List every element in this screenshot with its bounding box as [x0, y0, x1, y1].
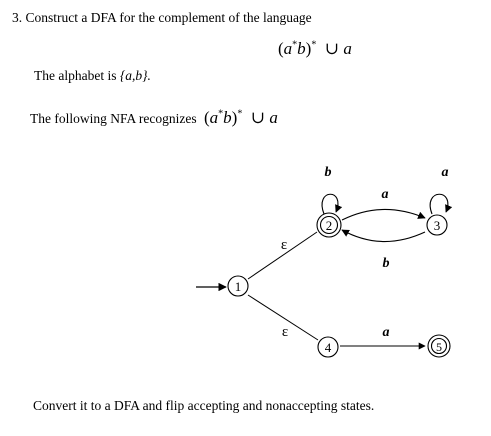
alphabet-set: {a,b}. — [119, 68, 151, 83]
loop-2 — [321, 193, 343, 215]
label-1-4: ε — [282, 324, 288, 340]
state-5: 5 — [427, 334, 451, 358]
nfa-intro-line: The following NFA recognizes (a*b)* ∪ a — [30, 108, 278, 127]
label-2-3: a — [382, 187, 389, 202]
state-1-label: 1 — [235, 279, 242, 294]
problem-prompt: Construct a DFA for the complement of th… — [25, 10, 312, 25]
state-2: 2 — [316, 212, 342, 238]
display-expression: (a*b)* ∪ a — [278, 39, 352, 58]
label-1-2: ε — [281, 237, 287, 253]
state-4-label: 4 — [325, 340, 332, 355]
label-3-2: b — [383, 256, 390, 271]
edge-3-2 — [341, 229, 426, 243]
state-4: 4 — [317, 336, 339, 358]
problem-heading: 3. Construct a DFA for the complement of… — [12, 10, 312, 26]
state-3-label: 3 — [434, 218, 441, 233]
alphabet-line: The alphabet is {a,b}. — [34, 68, 151, 83]
label-3-3: a — [442, 165, 449, 180]
state-1: 1 — [227, 275, 249, 297]
label-2-2: b — [325, 165, 332, 180]
inline-expression: (a*b)* ∪ a — [203, 108, 278, 127]
state-5-label: 5 — [436, 340, 442, 354]
problem-number: 3. — [12, 10, 23, 25]
edge-2-3 — [341, 208, 426, 221]
loop-3 — [429, 193, 453, 215]
closing-instruction: Convert it to a DFA and flip accepting a… — [33, 398, 375, 413]
edge-1-2 — [247, 231, 318, 280]
state-3: 3 — [426, 214, 448, 236]
label-4-5: a — [383, 325, 390, 340]
state-2-label: 2 — [326, 218, 333, 233]
edge-1-4 — [247, 294, 319, 341]
